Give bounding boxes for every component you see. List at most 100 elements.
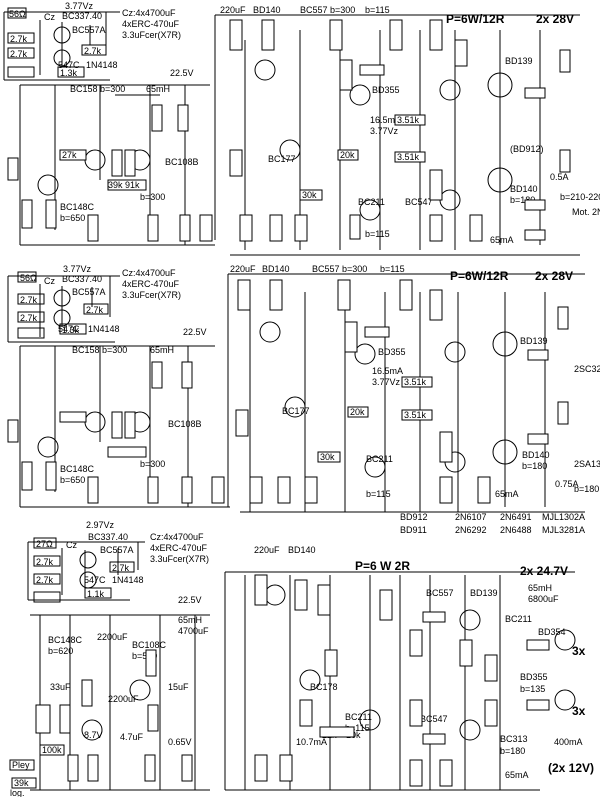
- bd355-label: BD355: [378, 347, 406, 357]
- bc108c-beta: b=540: [132, 651, 157, 661]
- resistor: [57, 66, 85, 78]
- diode-label: 1N4148: [112, 575, 144, 585]
- r39k: 39k 91k: [108, 180, 140, 190]
- log-label: log.: [10, 788, 25, 797]
- power-title: P=6W/12R: [450, 269, 509, 283]
- cap-220uf: 220uF: [230, 264, 256, 274]
- bc547c-label: 547C: [58, 60, 80, 70]
- diode-label: 1N4148: [86, 60, 118, 70]
- cap-15uf: 15uF: [168, 682, 189, 692]
- fuse-label: 0.75A: [555, 479, 579, 489]
- bias-r3-label: 2.7k: [20, 313, 38, 323]
- bc108b-beta: b=300: [140, 192, 165, 202]
- caps-note-3: 3.3uFcer(X7R): [122, 290, 181, 300]
- tt-r1c3: MJL3281A: [542, 525, 585, 535]
- bias-r2-label: 2.7k: [10, 34, 28, 44]
- bc177-label: BC177: [282, 406, 310, 416]
- bc108c-label: BC108C: [132, 640, 167, 650]
- inductor-out: 65mH: [528, 583, 552, 593]
- supply-12v: (2x 12V): [548, 761, 594, 775]
- resistor: [7, 32, 35, 44]
- bc337-label: BC337.40: [88, 532, 128, 542]
- r351k-b: 3.51k: [397, 152, 420, 162]
- bc108b-label: BC108B: [168, 419, 202, 429]
- bc211-label: BC211: [366, 454, 393, 464]
- cap-33uf: 33uF: [50, 682, 71, 692]
- cz-label: Cz: [66, 540, 77, 550]
- pnp-out: 2SA1302: [574, 459, 600, 469]
- caps-note-1: Cz:4x4700uF: [122, 268, 176, 278]
- current-16ma: 16.5mA: [370, 115, 401, 125]
- caps-note-2: 4xERC-470uF: [122, 279, 180, 289]
- panel-1: 56Ω 2.7k 2.7k 2.7k 1.3k Cz 3.77Vz BC337.…: [3, 1, 600, 256]
- beta-115: b=115: [365, 5, 390, 15]
- bc557-label: BC557: [426, 588, 454, 598]
- bc211-beta: b=115: [366, 489, 391, 499]
- v065: 0.65V: [168, 737, 192, 747]
- power-title: P=6 W 2R: [355, 559, 410, 573]
- tt-r0c0: BD912: [400, 512, 428, 522]
- bc211-label: BC211: [358, 197, 385, 207]
- bd140-top: BD140: [288, 545, 316, 555]
- bias-r5-label: 1.3k: [60, 68, 78, 78]
- bc313-beta: b=180: [500, 746, 525, 756]
- tt-r1c0: BD911: [400, 525, 427, 535]
- bc313-label: BC313: [500, 734, 528, 744]
- bias-r3-label: 2.7k: [36, 575, 54, 585]
- bias-r1-label: 27Ω: [36, 539, 53, 549]
- current-65ma: 65mA: [505, 770, 529, 780]
- caps-note-1: Cz:4x4700uF: [122, 8, 176, 18]
- bd139-out: BD139: [520, 336, 548, 346]
- caps-note-2: 4xERC-470uF: [150, 543, 208, 553]
- bc547-label: BC547: [420, 714, 448, 724]
- r351k-b: 3.51k: [404, 410, 427, 420]
- bd355-label: BD355: [520, 672, 548, 682]
- bc557a-label: BC557A: [100, 545, 134, 555]
- v87: 8.7V: [84, 730, 103, 740]
- beta-115: b=115: [380, 264, 405, 274]
- bias-r5-label: 1.3k: [62, 325, 80, 335]
- bc158-label: BC158 b=300: [72, 345, 127, 355]
- inductor-label: 65mH: [150, 345, 174, 355]
- bc211-beta: b=115: [365, 229, 390, 239]
- bd140-top: BD140: [253, 5, 281, 15]
- bias-r1-label: 56Ω: [20, 273, 37, 283]
- bd355-beta: b=135: [520, 684, 545, 694]
- bd140-top: BD140: [262, 264, 290, 274]
- bc211-beta: b=115: [345, 723, 370, 733]
- bd355-label: BD355: [372, 85, 400, 95]
- resistor: [7, 47, 35, 59]
- cz-label: Cz: [44, 12, 55, 22]
- bc148c-label: BC148C: [48, 635, 83, 645]
- vz-mid: 3.77Vz: [370, 126, 399, 136]
- tt-r0c1: 2N6107: [455, 512, 487, 522]
- bias-r2-label: 2.7k: [36, 557, 54, 567]
- bd140-beta: b=180: [522, 461, 547, 471]
- bc148c-label: BC148C: [60, 202, 95, 212]
- r351k-a: 3.51k: [404, 377, 427, 387]
- cap-4700: 4700uF: [178, 626, 209, 636]
- bc108b-beta: b=300: [140, 459, 165, 469]
- vz-label: 3.77Vz: [65, 1, 94, 11]
- cap-47uf: 4.7uF: [120, 732, 144, 742]
- npn-out: 2SC3281: [574, 364, 600, 374]
- r20k: 20k: [350, 407, 365, 417]
- bc108b-label: BC108B: [165, 157, 199, 167]
- vz-label: 3.77Vz: [63, 264, 92, 274]
- bc557-label: BC557 b=300: [300, 5, 355, 15]
- current-65ma: 65mA: [490, 235, 514, 245]
- r20k: 20k: [340, 150, 355, 160]
- cap-2200b: 2200uF: [108, 694, 139, 704]
- cap-220uf: 220uF: [254, 545, 280, 555]
- r100k: 100k: [42, 745, 62, 755]
- resistor: [7, 7, 27, 19]
- current-16ma: 16.5mA: [372, 366, 403, 376]
- output-title: 2x 28V: [535, 269, 573, 283]
- bc148c-beta: b=650: [60, 475, 85, 485]
- bc557a-label: BC557A: [72, 287, 106, 297]
- bias-r1-label: 56Ω: [9, 9, 26, 19]
- bc337-label: BC337.40: [62, 11, 102, 21]
- bc211-label: BC211: [345, 712, 372, 722]
